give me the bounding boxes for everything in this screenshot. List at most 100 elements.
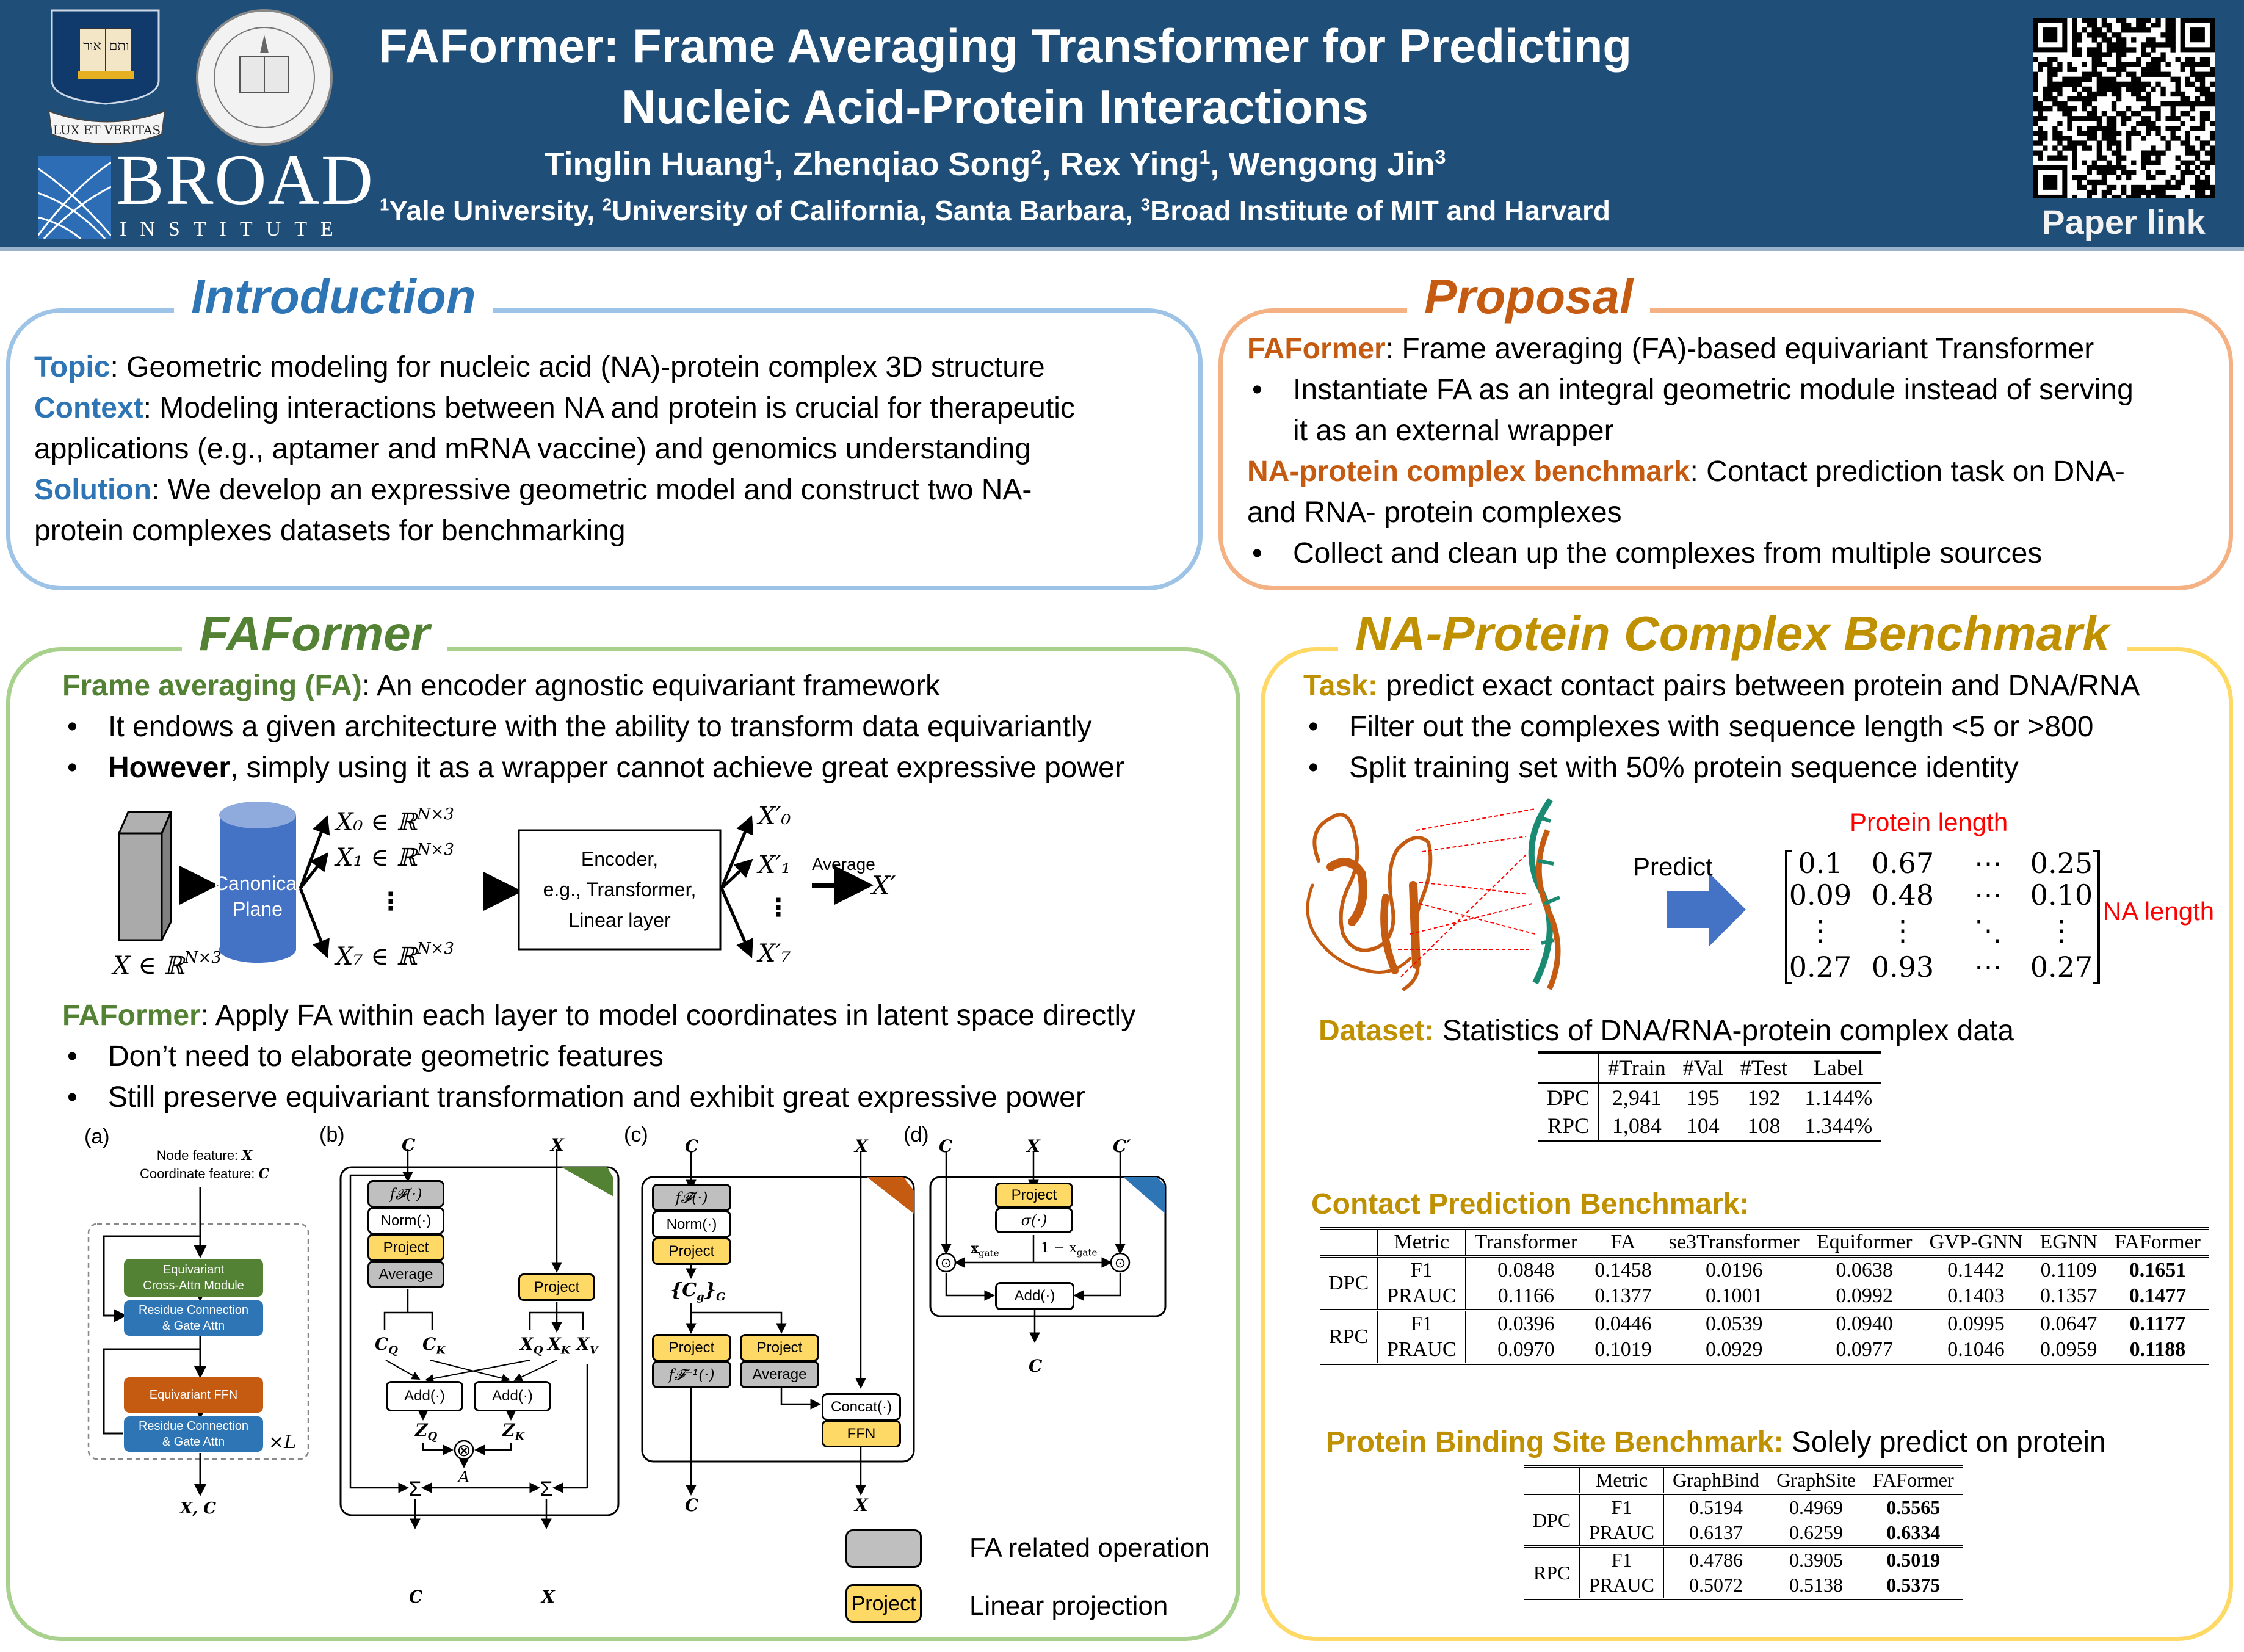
matrix-cell: 0.67: [1872, 849, 1934, 880]
b-add-2: Add(·): [474, 1381, 551, 1411]
c-average: Average: [740, 1361, 819, 1388]
table-cell: 0.5194: [1689, 1496, 1743, 1518]
column-header: se3Transformer: [1668, 1231, 1800, 1253]
svg-text:ותם: ותם: [109, 38, 129, 54]
column-header: Transformer: [1474, 1231, 1578, 1253]
matrix-cell: 0.48: [1872, 879, 1934, 911]
column-header: GraphSite: [1776, 1469, 1856, 1491]
encoder-box: [518, 829, 722, 951]
canonical-plane-cylinder: [219, 802, 296, 963]
c-concat: Concat(·): [822, 1393, 901, 1421]
table-cell: 0.5565: [1886, 1496, 1941, 1518]
author: Tinglin Huang: [544, 146, 764, 183]
legend-fa-label: FA related operation: [969, 1533, 1210, 1563]
faformer-panel: [6, 647, 1240, 1641]
matrix-cell: ⋮: [2047, 914, 2076, 947]
column-header: [1320, 1228, 1379, 1256]
average-label: Average: [812, 855, 875, 874]
c-frame-fn: f𝓕(·): [652, 1184, 731, 1211]
c-out-x: X: [855, 1495, 868, 1515]
c-k: CK: [422, 1334, 446, 1357]
table-cell: 0.1166: [1497, 1284, 1554, 1307]
output-x7: X′₇: [756, 940, 791, 968]
matrix-cell: ⋱: [1974, 914, 2002, 947]
paper-link-caption[interactable]: Paper link: [2042, 203, 2206, 241]
d-sigmoid: σ(·): [995, 1208, 1073, 1233]
x-k: XK: [548, 1334, 571, 1357]
matrix-cell: 0.10: [2030, 879, 2093, 911]
c-project-left: Project: [652, 1334, 731, 1361]
table-cell: DPC: [1538, 1082, 1600, 1112]
svg-text:e.g., Transformer,: e.g., Transformer,: [543, 879, 697, 900]
table-cell: 0.1046: [1947, 1338, 2005, 1361]
metric-label: F1: [1580, 1546, 1664, 1573]
output-x0: X′₀: [756, 802, 791, 830]
protein-structure: [1306, 813, 1433, 991]
table-cell: 0.5019: [1886, 1549, 1941, 1571]
fa-intro: Frame averaging (FA): An encoder agnosti…: [62, 665, 1124, 788]
table-cell: 0.0396: [1497, 1313, 1555, 1335]
svg-text:⋮: ⋮: [766, 894, 791, 921]
c-in-x: X: [855, 1136, 868, 1156]
b-out-x: X: [541, 1587, 555, 1607]
introduction-body: Topic: Geometric modeling for nucleic ac…: [34, 351, 1075, 547]
arch-d-diagram: ⊙ ⊙: [929, 1151, 1167, 1343]
column-header: EGNN: [2040, 1231, 2097, 1253]
ucsb-seal: [196, 9, 333, 146]
frame-x7: X₇ ∈ ℝN×3: [334, 940, 454, 971]
matrix-cell: 0.1: [1798, 849, 1842, 880]
odot-icon: ⊙: [941, 1255, 952, 1270]
b-frame-fn: f𝓕(·): [367, 1180, 444, 1208]
d-in-c: C: [939, 1136, 953, 1156]
b-project-x: Project: [518, 1273, 595, 1301]
x-q: XQ: [520, 1334, 543, 1357]
c-q: CQ: [375, 1334, 398, 1357]
z-q: ZQ: [415, 1420, 438, 1443]
c-project: Project: [652, 1237, 731, 1265]
otimes-icon: ⊗: [457, 1441, 471, 1460]
b-in-x: X: [551, 1135, 564, 1155]
input-cube: [117, 811, 173, 941]
table-cell: 0.5072: [1689, 1574, 1743, 1596]
table-cell: 195: [1686, 1085, 1720, 1110]
d-out-c: C: [1029, 1356, 1043, 1376]
column-header: [1524, 1466, 1581, 1494]
table-cell: 0.6259: [1789, 1521, 1844, 1543]
table-cell: 0.6137: [1689, 1521, 1743, 1543]
table-cell: 1.144%: [1804, 1085, 1873, 1110]
predict-arrow: [1667, 873, 1746, 946]
table-cell: 0.1177: [2129, 1313, 2186, 1335]
column-header: #Train: [1608, 1056, 1666, 1080]
table-cell: 0.0929: [1706, 1338, 1763, 1361]
c-norm: Norm(·): [652, 1211, 731, 1238]
author: Zhenqiao Song: [792, 146, 1031, 183]
na-length-label: NA length: [2103, 897, 2215, 926]
x-gate-label: xgate: [971, 1241, 999, 1259]
input-label: X ∈ ℝN×3: [111, 949, 222, 980]
metric-label: PRAUC: [1580, 1573, 1664, 1599]
matrix-cell: 0.27: [1789, 951, 1851, 984]
table-cell: 0.1001: [1706, 1284, 1763, 1307]
column-header: FAFormer: [1872, 1469, 1954, 1491]
table-cell: 0.1188: [2129, 1338, 2186, 1361]
table-cell: 0.6334: [1886, 1521, 1941, 1543]
table-cell: 0.0940: [1836, 1313, 1893, 1335]
protein-length-label: Protein length: [1850, 808, 2008, 836]
metric-label: F1: [1580, 1494, 1664, 1520]
complex-illustration: Predict: [1306, 798, 1746, 991]
frame-ellipsis: ⋮: [378, 888, 403, 915]
table-cell: 1,084: [1612, 1114, 1662, 1138]
panel-a-tag: (a): [84, 1125, 110, 1148]
table-cell: 0.1019: [1594, 1338, 1652, 1361]
qr-code[interactable]: [2033, 18, 2215, 198]
cylinder-label-1: Canonical: [214, 872, 301, 894]
proposal-body: FAFormer: Frame averaging (FA)-based equ…: [1247, 328, 2134, 574]
predict-label: Predict: [1633, 852, 1713, 881]
frame-x0: X₀ ∈ ℝN×3: [334, 805, 454, 836]
column-header: Metric: [1378, 1228, 1466, 1256]
